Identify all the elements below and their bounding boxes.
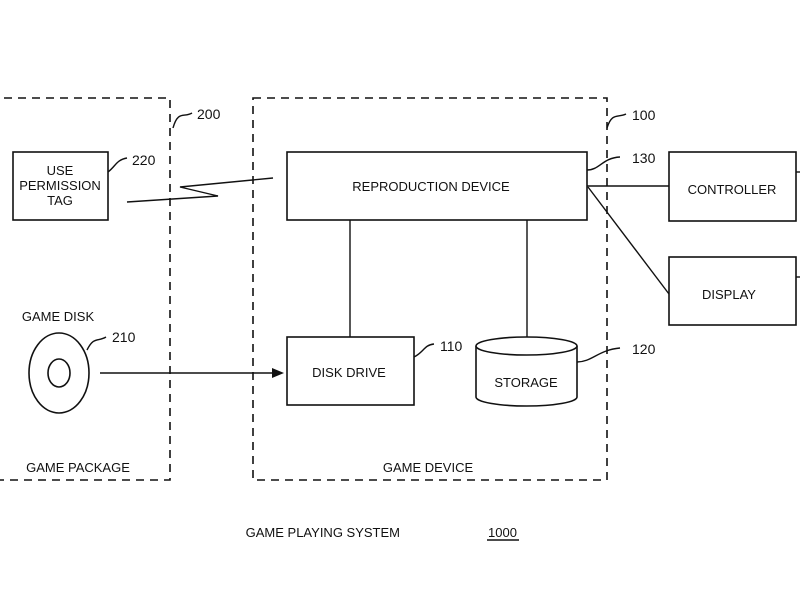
- wireless-link: [126, 177, 274, 203]
- use-permission-tag: USE PERMISSION TAG 220: [12, 151, 156, 221]
- game-package-boundary: GAME PACKAGE 200: [0, 97, 221, 481]
- reproduction-device-label: REPRODUCTION DEVICE: [352, 179, 510, 194]
- disk-drive: DISK DRIVE 110: [286, 336, 463, 406]
- display-label: DISPLAY: [702, 287, 756, 302]
- ref-210: 210: [112, 329, 136, 345]
- ref-120: 120: [632, 341, 656, 357]
- ref-220: 220: [132, 152, 156, 168]
- tag-line-1: USE: [47, 163, 74, 178]
- caption-ref: 1000: [488, 525, 517, 540]
- game-package-label: GAME PACKAGE: [26, 460, 130, 475]
- game-device-label: GAME DEVICE: [383, 460, 474, 475]
- game-disk: GAME DISK 210: [22, 309, 136, 414]
- reproduction-device: REPRODUCTION DEVICE 130: [286, 150, 656, 221]
- disk-drive-label: DISK DRIVE: [312, 365, 386, 380]
- caption-text: GAME PLAYING SYSTEM: [246, 525, 400, 540]
- controller-label: CONTROLLER: [688, 182, 777, 197]
- storage-label: STORAGE: [494, 375, 558, 390]
- figure-caption: GAME PLAYING SYSTEM 1000: [246, 525, 519, 541]
- tag-line-3: TAG: [47, 193, 73, 208]
- game-device-boundary: GAME DEVICE 100: [252, 97, 656, 481]
- ref-110: 110: [440, 338, 463, 354]
- game-disk-label: GAME DISK: [22, 309, 95, 324]
- ref-200: 200: [197, 106, 221, 122]
- tag-line-2: PERMISSION: [19, 178, 101, 193]
- display: DISPLAY: [668, 256, 800, 326]
- controller: CONTROLLER: [668, 151, 800, 222]
- ref-130: 130: [632, 150, 656, 166]
- disk-to-drive-arrow: [100, 368, 284, 378]
- repro-display-link: [587, 186, 670, 295]
- ref-100: 100: [632, 107, 656, 123]
- storage: STORAGE 120: [475, 336, 656, 407]
